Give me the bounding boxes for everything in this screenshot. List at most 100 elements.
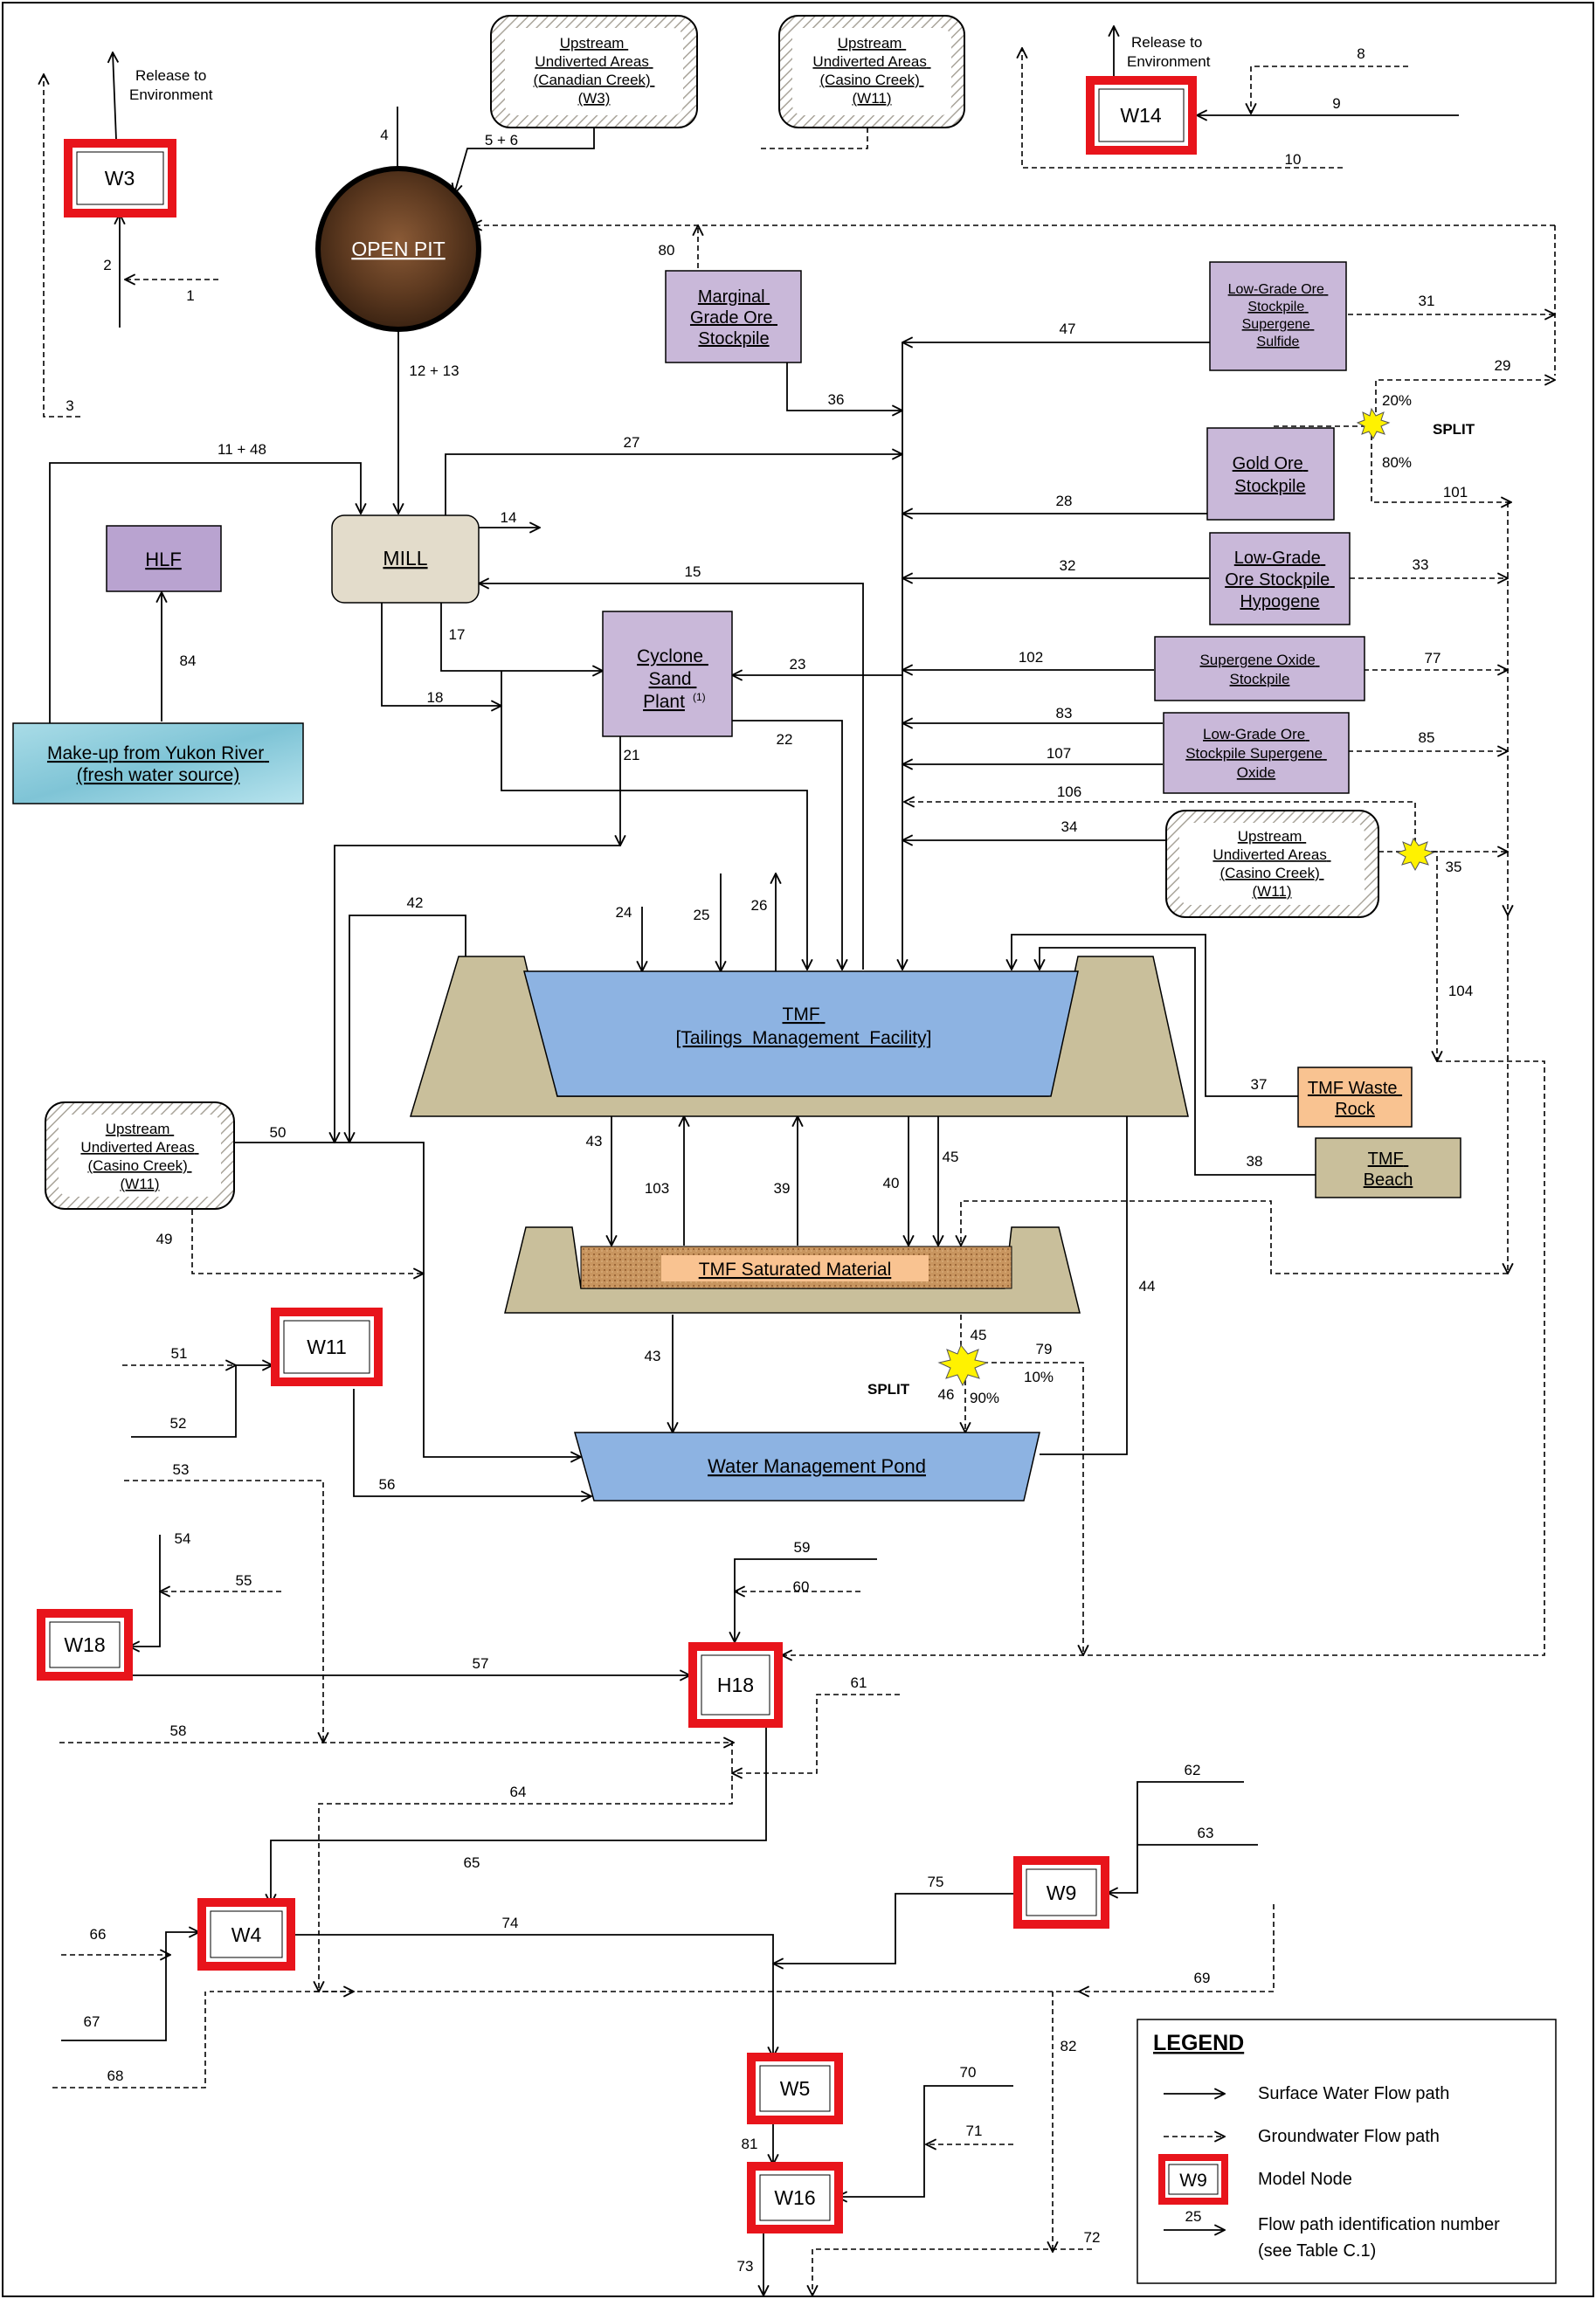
groundwater-flow-lines	[44, 48, 1555, 2296]
svg-text:Low-Grade Ore Stockpile: Low-Grade Ore Stockpile Supergene Oxide	[1185, 726, 1327, 781]
svg-text:MILL: MILL	[383, 547, 427, 570]
flow-label: 27	[624, 434, 640, 451]
svg-text:W11: W11	[307, 1336, 347, 1358]
svg-text:TMF [Tailings_Management: TMF [Tailings_Management_Facility]	[676, 1005, 932, 1048]
flow-line-18b	[501, 671, 807, 970]
flow-line-67	[61, 1932, 199, 2041]
flow-line-5-6	[481, 128, 595, 149]
supergene-oxide-stockpile: Supergene Oxide Stockpile	[1154, 636, 1365, 701]
gw-line-101	[1371, 426, 1511, 502]
flow-label: 64	[510, 1784, 527, 1800]
flow-label: 51	[171, 1345, 188, 1362]
flow-label: 36	[828, 391, 845, 408]
flow-label: 63	[1198, 1825, 1214, 1841]
flow-label: 3	[66, 397, 73, 414]
svg-text:W9: W9	[1179, 2171, 1207, 2191]
svg-text:W4: W4	[231, 1923, 262, 1946]
flow-label: 71	[966, 2123, 983, 2139]
flow-label: 55	[236, 1572, 252, 1589]
flow-label: 58	[170, 1723, 187, 1739]
svg-text:Environment: Environment	[1127, 53, 1211, 70]
flow-line-38	[1040, 947, 1316, 1176]
yukon-river-makeup: Make-up from Yukon River (fresh water so…	[12, 722, 304, 804]
flow-label: 38	[1247, 1153, 1263, 1170]
legend: LEGEND Surface Water Flow path Groundwat…	[1137, 2019, 1557, 2284]
open-pit: OPEN PIT	[315, 166, 481, 332]
tmf-waste-rock: TMF Waste Rock	[1297, 1067, 1413, 1128]
svg-text:Low-Grade Ore Stockpile: Low-Grade Ore Stockpile Hypogene	[1225, 549, 1335, 611]
svg-text:W3: W3	[105, 167, 135, 190]
flow-label: 46	[938, 1386, 955, 1403]
flow-label: 15	[685, 563, 701, 580]
flow-label: 72	[1084, 2229, 1101, 2246]
node-w16: W16	[747, 2162, 843, 2233]
flow-label: 44	[1139, 1278, 1156, 1294]
flow-label: 35	[1446, 859, 1462, 875]
split-label-top: SPLIT	[1433, 421, 1475, 438]
svg-text:Groundwater Flow path: Groundwater Flow path	[1258, 2127, 1440, 2146]
gw-line-5-6	[760, 128, 868, 149]
node-w14: W14	[1086, 76, 1197, 155]
flow-label: 1	[186, 287, 194, 304]
node-w4: W4	[197, 1898, 295, 1971]
flow-line-52	[131, 1365, 273, 1438]
flow-label: 31	[1419, 293, 1435, 309]
flow-label: 23	[790, 656, 806, 673]
flow-line-17	[440, 603, 603, 671]
upstream-canadian-creek: Upstream Undiverted Areas (Canadian Cree…	[490, 15, 698, 128]
flow-line-56	[353, 1389, 591, 1496]
tmf-beach: TMF Beach	[1315, 1137, 1461, 1198]
flow-label: 45	[943, 1149, 959, 1165]
svg-text:Model Node: Model Node	[1258, 2170, 1352, 2189]
svg-text:Make-up from Yukon River: Make-up from Yukon River (fresh water so…	[47, 743, 269, 785]
flow-label: 39	[774, 1180, 791, 1197]
node-w5: W5	[747, 2053, 843, 2124]
flow-label: 61	[851, 1674, 867, 1691]
flow-label: 106	[1057, 784, 1081, 800]
svg-text:Release to: Release to	[135, 67, 206, 84]
svg-text:HLF: HLF	[145, 549, 182, 570]
flow-label: 43	[645, 1348, 661, 1364]
svg-text:Flow path identification numbe: Flow path identification number	[1258, 2215, 1500, 2234]
flow-label: 22	[777, 731, 793, 748]
flow-line-37	[1012, 934, 1298, 1097]
svg-text:Low-Grade Ore Stockpile: Low-Grade Ore Stockpile Supergene Sulfid…	[1228, 282, 1329, 349]
flow-label: 104	[1448, 983, 1473, 999]
flow-label: 62	[1185, 1762, 1201, 1778]
flow-line-18	[381, 603, 501, 706]
svg-text:Water Management Pond: Water Management Pond	[708, 1455, 926, 1477]
svg-text:25: 25	[1185, 2208, 1202, 2225]
flow-label: 79	[1036, 1341, 1053, 1357]
flow-line-44	[1040, 1087, 1127, 1455]
svg-text:TMF Waste Rock: TMF Waste Rock	[1308, 1079, 1402, 1119]
flow-label: 102	[1019, 649, 1043, 666]
flow-label: 57	[473, 1655, 489, 1672]
flow-line-75	[773, 1893, 1016, 1964]
flow-label: 25	[694, 907, 710, 923]
gw-line-69	[1079, 1904, 1275, 1992]
flow-line-62	[1108, 1781, 1244, 1893]
pct-90: 90%	[970, 1390, 999, 1406]
svg-text:W9: W9	[1047, 1881, 1077, 1904]
flow-label: 80	[659, 242, 675, 259]
flow-line-65	[271, 1725, 767, 1904]
gw-line-72	[812, 2248, 1092, 2296]
svg-text:Upstream Undiverted Area: Upstream Undiverted Areas (Casino Creek)…	[80, 1121, 198, 1192]
svg-text:OPEN PIT: OPEN PIT	[351, 238, 445, 260]
flow-label: 26	[751, 897, 768, 914]
flow-line-42	[349, 915, 466, 1143]
flow-label: 68	[107, 2068, 124, 2084]
gw-line-29	[1375, 380, 1555, 421]
gw-line-49	[191, 1210, 424, 1274]
flow-label: 21	[624, 747, 640, 763]
node-w9: W9	[1013, 1856, 1109, 1929]
gold-ore-stockpile: Gold Ore Stockpile	[1206, 427, 1335, 521]
flow-label: 34	[1061, 818, 1078, 835]
flow-label: 4	[380, 127, 388, 143]
flow-label: 2	[103, 257, 111, 273]
svg-text:Upstream Undiverted Area: Upstream Undiverted Areas (Canadian Cree…	[534, 35, 655, 107]
flow-label: 50	[270, 1124, 287, 1141]
flow-label: 5 + 6	[485, 132, 518, 148]
